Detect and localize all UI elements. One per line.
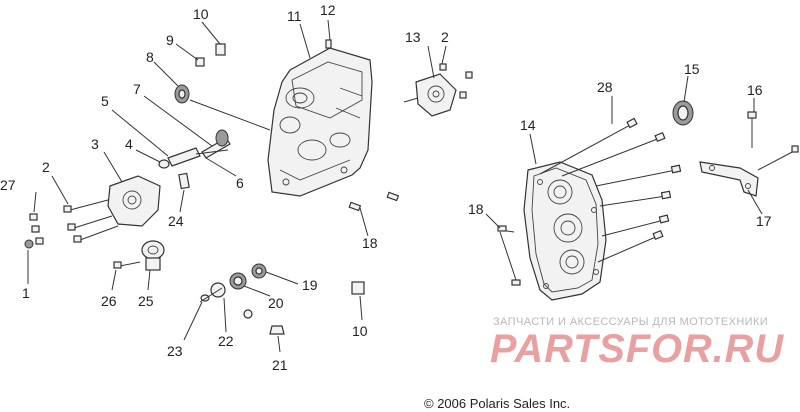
callout-3: 3 (91, 136, 99, 152)
callout-22: 22 (218, 333, 234, 349)
callout-23: 23 (167, 343, 183, 359)
watermark-logo-text: PARTSFOR.RU (490, 327, 784, 370)
cover-plate (403, 63, 473, 117)
copyright-notice: © 2006 Polaris Sales Inc. (424, 396, 571, 411)
leader-lines (27, 19, 763, 353)
callout-5: 5 (101, 93, 109, 109)
callout-11: 11 (287, 8, 302, 24)
actuator-housing (63, 175, 161, 243)
callout-16: 16 (747, 82, 763, 98)
callout-14: 14 (520, 117, 536, 133)
callout-2-top: 2 (441, 29, 449, 45)
shaft-assembly (174, 39, 332, 159)
watermark-logo: PARTSFOR.RU (490, 327, 784, 370)
actuator-bracket (113, 240, 165, 271)
gearcase-housing (267, 47, 373, 197)
callout-12: 12 (320, 2, 336, 18)
callout-28: 28 (597, 79, 613, 95)
callout-18-right: 18 (468, 201, 484, 217)
watermark-caption: ЗАПЧАСТИ И АКСЕССУАРЫ ДЛЯ МОТОТЕХНИКИ (493, 316, 769, 328)
callout-26: 26 (101, 293, 117, 309)
small-fasteners (24, 213, 44, 249)
dowel-pins (348, 191, 521, 286)
callout-7: 7 (133, 81, 141, 97)
callout-2-left: 2 (42, 159, 50, 175)
cover-bracket (699, 111, 799, 197)
callout-18-center: 18 (362, 235, 378, 251)
callout-19: 19 (302, 277, 318, 293)
callout-10-top: 10 (193, 6, 209, 22)
callout-24: 24 (168, 213, 184, 229)
gear-stack (199, 263, 365, 335)
cover-seal (672, 100, 694, 126)
cover-bolts (539, 117, 682, 263)
shift-lever (158, 147, 229, 190)
callout-9: 9 (166, 32, 174, 48)
callout-8: 8 (146, 49, 154, 65)
callout-1: 1 (22, 285, 30, 301)
callout-15: 15 (684, 61, 700, 77)
callout-25: 25 (138, 293, 154, 309)
callout-17: 17 (756, 213, 772, 229)
callout-6: 6 (236, 175, 244, 191)
callout-21: 21 (272, 357, 288, 373)
callout-4: 4 (125, 136, 133, 152)
callout-13: 13 (405, 29, 421, 45)
callout-27: 27 (0, 177, 16, 193)
gearcase-cover (523, 161, 607, 301)
callout-numbers: 10 11 12 9 8 13 2 7 5 28 15 16 3 4 14 2 … (0, 2, 772, 373)
callout-10-bottom: 10 (352, 323, 368, 339)
callout-20: 20 (268, 295, 284, 311)
